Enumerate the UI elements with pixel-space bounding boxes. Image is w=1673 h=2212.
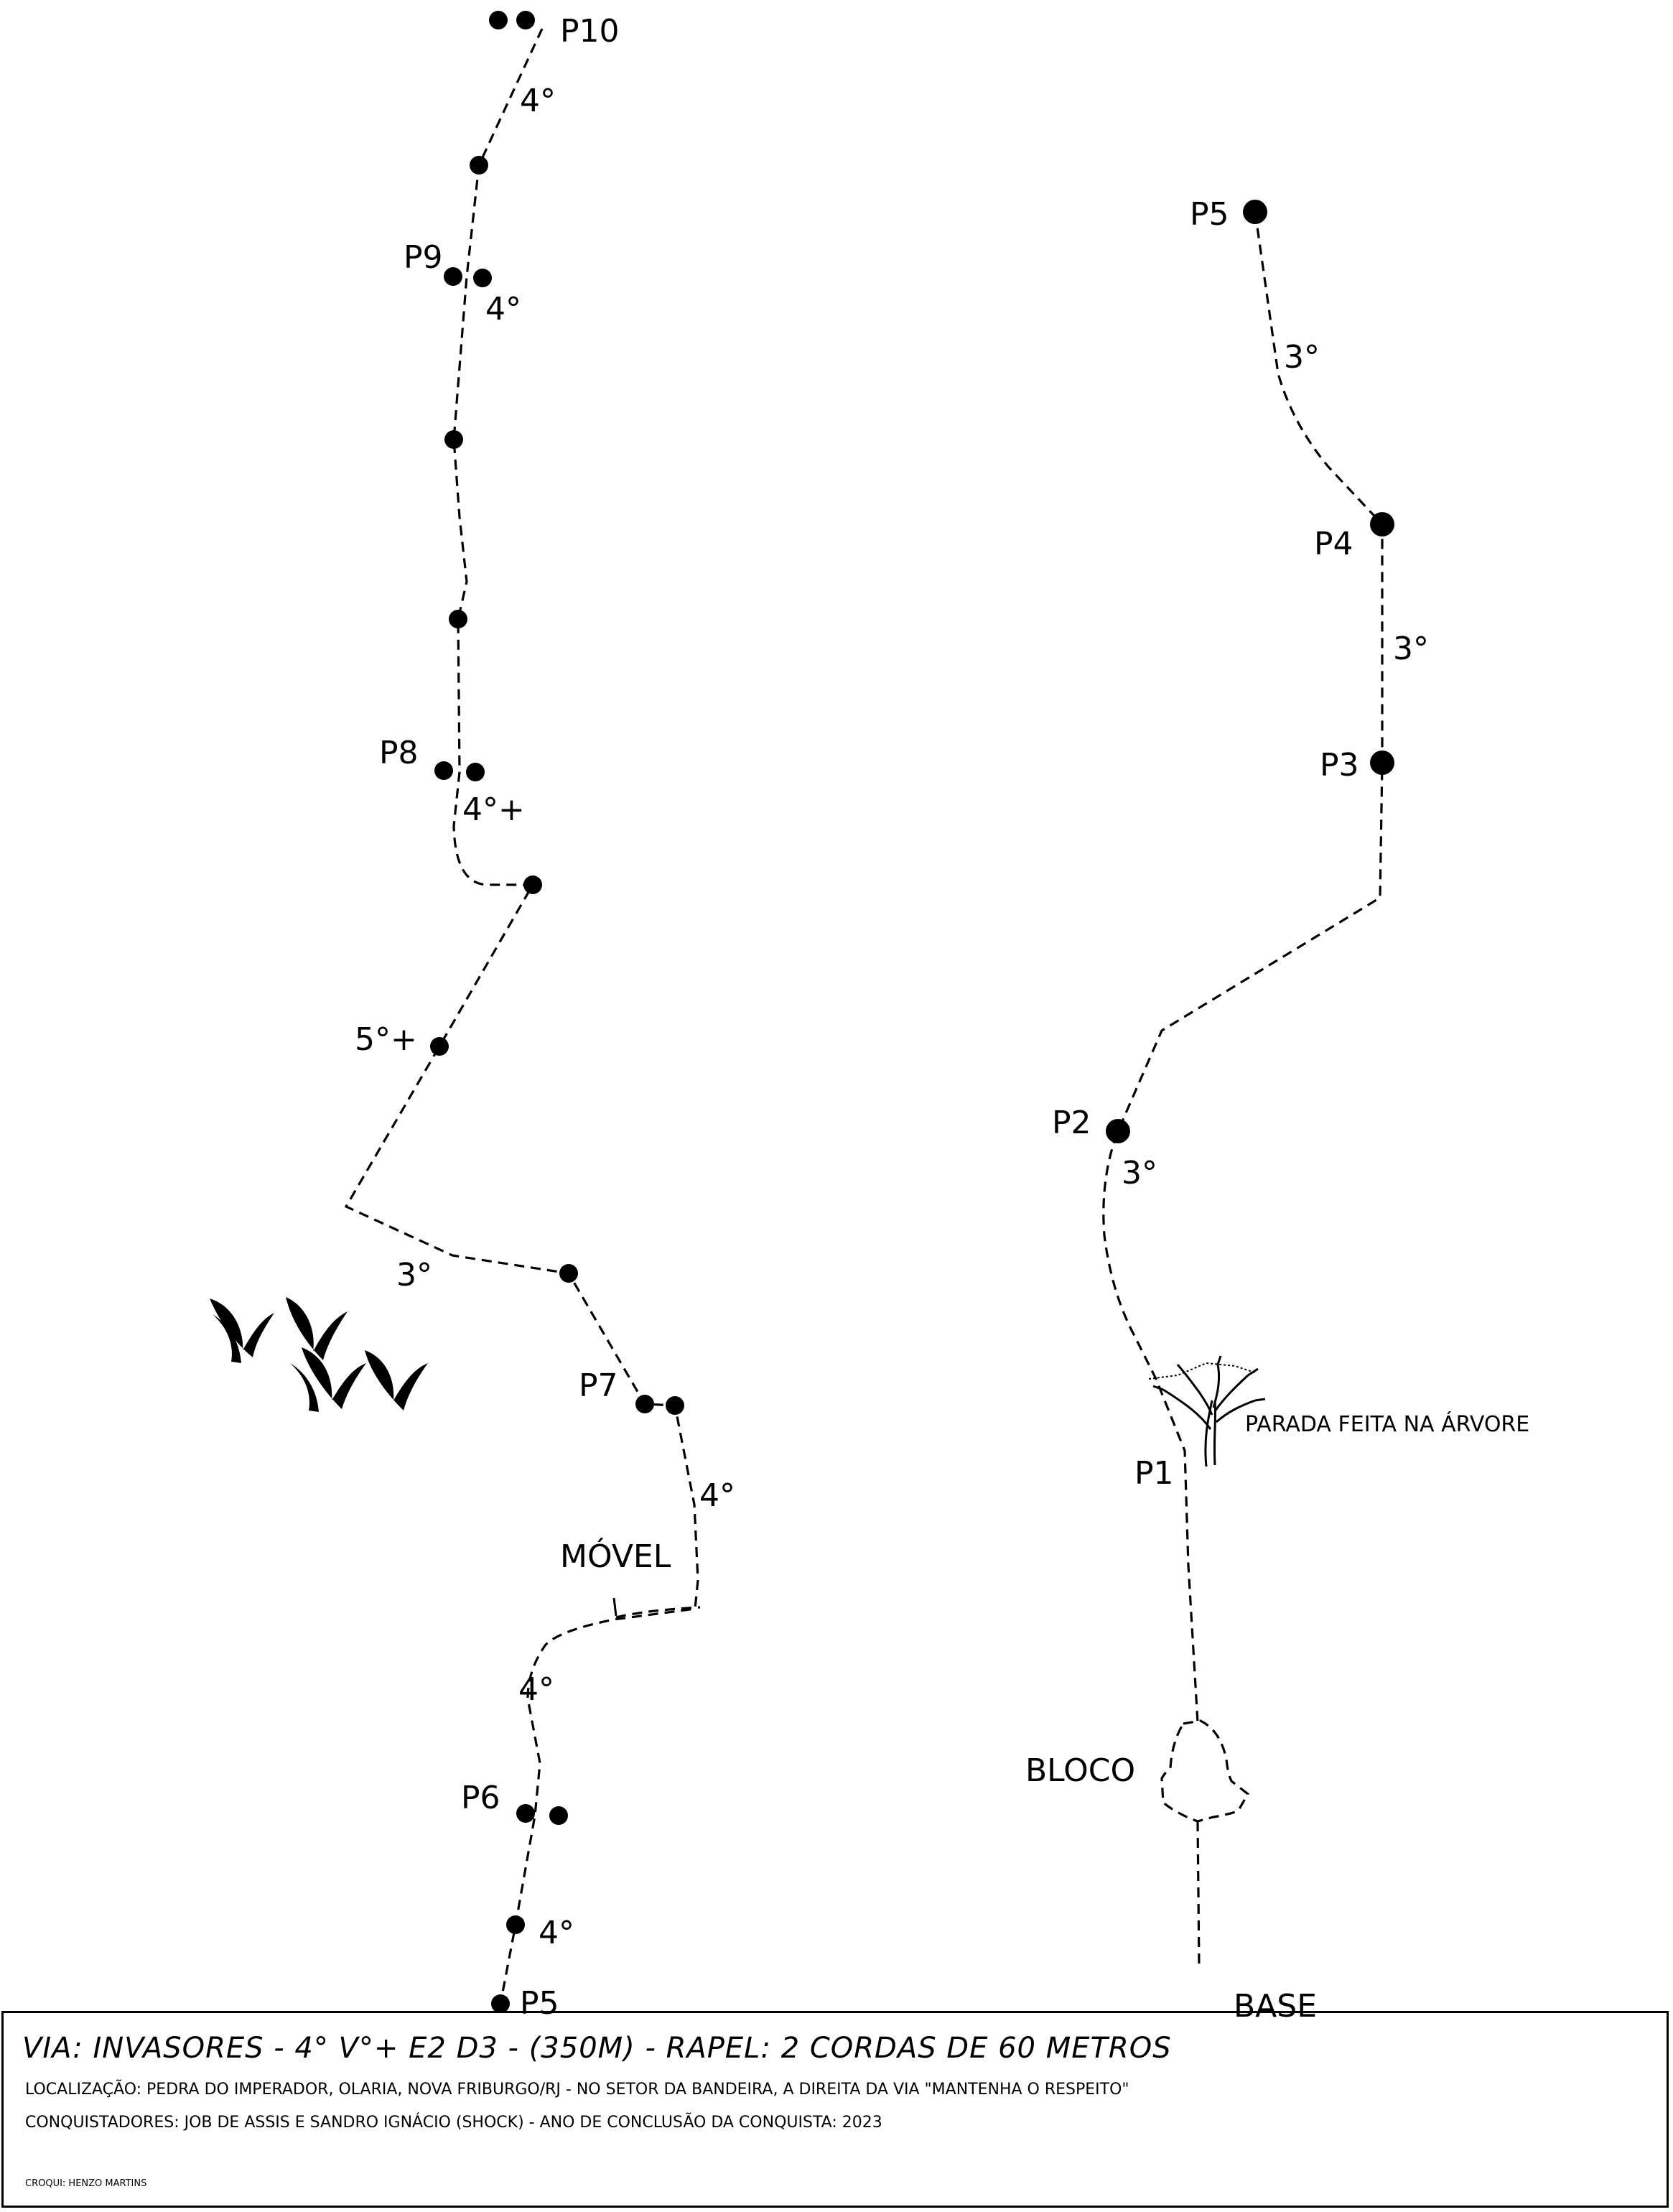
- bolt: [516, 1804, 535, 1823]
- anchor-label-p2: P2: [1052, 1105, 1091, 1141]
- anchor-label-p1: P1: [1134, 1455, 1174, 1492]
- bolt: [449, 610, 467, 628]
- bolt: [470, 156, 488, 175]
- bolt: [559, 1264, 578, 1283]
- topo-credit: CROQUI: HENZO MARTINS: [25, 2178, 147, 2189]
- bolt: [1106, 1119, 1130, 1143]
- boulder-outline: [1160, 1719, 1250, 1823]
- anchor-label-p6: P6: [461, 1780, 500, 1816]
- grade-label: 3°: [396, 1257, 432, 1293]
- bolt: [466, 763, 485, 781]
- bolt: [1370, 750, 1394, 775]
- grade-label: 4°: [520, 83, 556, 119]
- boulder-label: BLOCO: [1025, 1752, 1135, 1789]
- anchor-label-p10: P10: [560, 13, 620, 50]
- vegetation-icon: [210, 1297, 428, 1412]
- grade-label: 4°+: [462, 791, 525, 828]
- grade-label: 4°: [485, 291, 521, 327]
- route-title: VIA: INVASORES - 4° V°+ E2 D3 - (350M) -…: [22, 2032, 1172, 2065]
- right-route: P5 P4 P3 P2 P1 3° 3° 3° PARADA FEITA NA …: [1025, 196, 1529, 2025]
- grade-label: 4°: [699, 1477, 735, 1514]
- bolt: [473, 269, 492, 287]
- anchor-label-p5: P5: [1190, 196, 1229, 233]
- anchor-label-p5: P5: [520, 1985, 559, 2022]
- tree-icon: [1148, 1355, 1266, 1467]
- anchor-label-p8: P8: [379, 735, 419, 771]
- bolt: [444, 430, 463, 449]
- moving-rock-label: MÓVEL: [560, 1537, 671, 1575]
- bolt: [506, 1915, 525, 1934]
- bolt: [1370, 512, 1394, 536]
- bolt: [430, 1037, 449, 1056]
- left-route: P10 P9 P8 P7 P6 P5 4° 4° 4°+ 5°+ 3° 4° 4…: [344, 11, 735, 2022]
- ledge-line: [612, 1597, 618, 1617]
- bolt: [434, 761, 453, 780]
- right-route-line: [1102, 211, 1384, 1723]
- bolt: [489, 11, 508, 29]
- route-location: LOCALIZAÇÃO: PEDRA DO IMPERADOR, OLARIA,…: [25, 2081, 1129, 2099]
- grade-label: 4°: [518, 1671, 554, 1708]
- anchor-label-p3: P3: [1320, 747, 1359, 784]
- bolt: [444, 267, 462, 286]
- bolt: [1243, 200, 1267, 224]
- anchor-label-p9: P9: [404, 239, 443, 276]
- grade-label: 3°: [1393, 631, 1429, 667]
- bolt: [666, 1396, 684, 1415]
- bolt: [549, 1806, 568, 1825]
- anchor-label-p4: P4: [1314, 526, 1353, 562]
- traverse-line: [615, 1606, 701, 1619]
- bolt: [635, 1395, 654, 1413]
- route-climbers: CONQUISTADORES: JOB DE ASSIS E SANDRO IG…: [25, 2114, 882, 2132]
- route-info-box: VIA: INVASORES - 4° V°+ E2 D3 - (350M) -…: [1, 2011, 1669, 2208]
- anchor-label-p7: P7: [579, 1367, 618, 1404]
- grade-label: 4°: [539, 1915, 574, 1951]
- tree-anchor-note: PARADA FEITA NA ÁRVORE: [1245, 1411, 1529, 1437]
- base-label: BASE: [1234, 1988, 1317, 2025]
- route-topo-diagram: P10 P9 P8 P7 P6 P5 4° 4° 4°+ 5°+ 3° 4° 4…: [210, 11, 1529, 2025]
- base-line: [1196, 1821, 1201, 1969]
- bolt: [516, 11, 535, 29]
- bolt: [491, 1994, 510, 2013]
- grade-label: 3°: [1284, 339, 1320, 376]
- grade-label: 5°+: [355, 1021, 417, 1058]
- grade-label: 3°: [1122, 1155, 1157, 1191]
- bolt: [523, 875, 542, 894]
